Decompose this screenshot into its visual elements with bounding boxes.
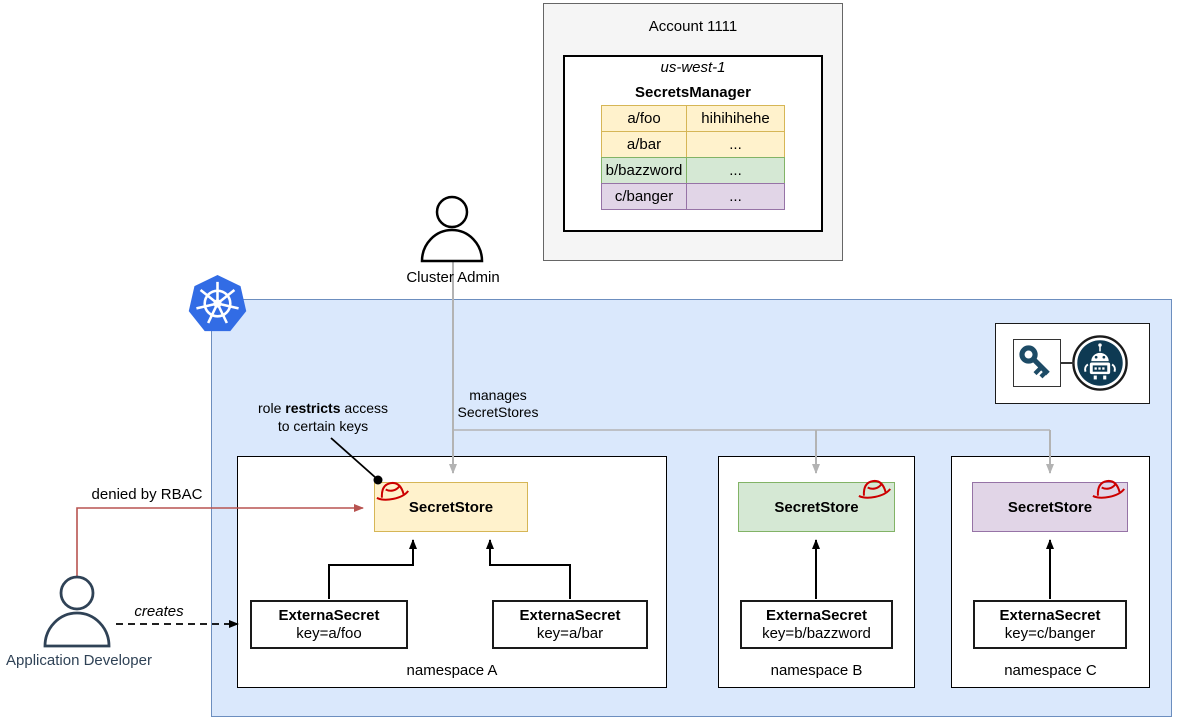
robot-icon xyxy=(1072,335,1128,391)
secretstore-c-label: SecretStore xyxy=(1007,498,1093,516)
role-restricts-note: role restricts access to certain keys xyxy=(258,400,388,434)
secret-key-cell: a/foo xyxy=(601,105,687,132)
secretstore-c: SecretStore xyxy=(972,482,1128,532)
table-row: b/bazzword ... xyxy=(601,157,785,184)
service-label: SecretsManager xyxy=(635,84,751,101)
account-title: Account 1111 xyxy=(648,18,738,35)
externasecret-a-foo: ExternaSecret key=a/foo xyxy=(250,600,408,649)
table-row: c/banger ... xyxy=(601,183,785,210)
key-icon xyxy=(1019,345,1050,379)
secret-key-cell: a/bar xyxy=(601,131,687,158)
secretstore-a: SecretStore xyxy=(374,482,528,532)
application-developer-label: Application Developer xyxy=(6,652,152,669)
secretstore-a-label: SecretStore xyxy=(408,498,494,516)
externasecret-key: key=c/banger xyxy=(1004,624,1096,642)
redhat-fedora-icon xyxy=(858,479,892,499)
externasecret-key: key=a/bar xyxy=(536,624,604,642)
secrets-table: a/foo hihihihehe a/bar ... b/bazzword ..… xyxy=(601,105,785,210)
namespace-c-label: namespace C xyxy=(1004,662,1097,679)
externasecret-c: ExternaSecret key=c/banger xyxy=(973,600,1127,649)
key-icon-box xyxy=(1013,339,1061,387)
secret-value-cell: hihihihehe xyxy=(686,105,785,132)
redhat-fedora-icon xyxy=(1092,479,1126,499)
manages-secretstores-label: manages SecretStores xyxy=(457,387,539,420)
externasecret-a-bar: ExternaSecret key=a/bar xyxy=(492,600,648,649)
denied-by-rbac-label: denied by RBAC xyxy=(91,486,203,503)
namespace-b-label: namespace B xyxy=(770,662,863,679)
kubernetes-logo-icon xyxy=(188,274,247,332)
table-row: a/bar ... xyxy=(601,131,785,158)
secretstore-b: SecretStore xyxy=(738,482,895,532)
table-row: a/foo hihihihehe xyxy=(601,105,785,132)
externasecret-title: ExternaSecret xyxy=(999,606,1101,624)
externasecret-title: ExternaSecret xyxy=(519,606,621,624)
namespace-a-label: namespace A xyxy=(406,662,498,679)
cluster-admin-label: Cluster Admin xyxy=(406,269,500,286)
application-developer-icon xyxy=(43,575,111,648)
creates-label: creates xyxy=(134,603,184,620)
secret-value-cell: ... xyxy=(686,183,785,210)
secret-key-cell: b/bazzword xyxy=(601,157,687,184)
secret-value-cell: ... xyxy=(686,157,785,184)
externasecret-title: ExternaSecret xyxy=(766,606,867,624)
externasecret-key: key=a/foo xyxy=(296,624,362,642)
externasecret-b: ExternaSecret key=b/bazzword xyxy=(740,600,893,649)
secretstore-b-label: SecretStore xyxy=(774,498,859,516)
externasecret-key: key=b/bazzword xyxy=(762,624,871,642)
region-label: us-west-1 xyxy=(660,59,726,76)
redhat-fedora-icon xyxy=(376,481,410,501)
secret-key-cell: c/banger xyxy=(601,183,687,210)
cluster-admin-icon xyxy=(420,195,484,263)
secret-value-cell: ... xyxy=(686,131,785,158)
externasecret-title: ExternaSecret xyxy=(278,606,380,624)
